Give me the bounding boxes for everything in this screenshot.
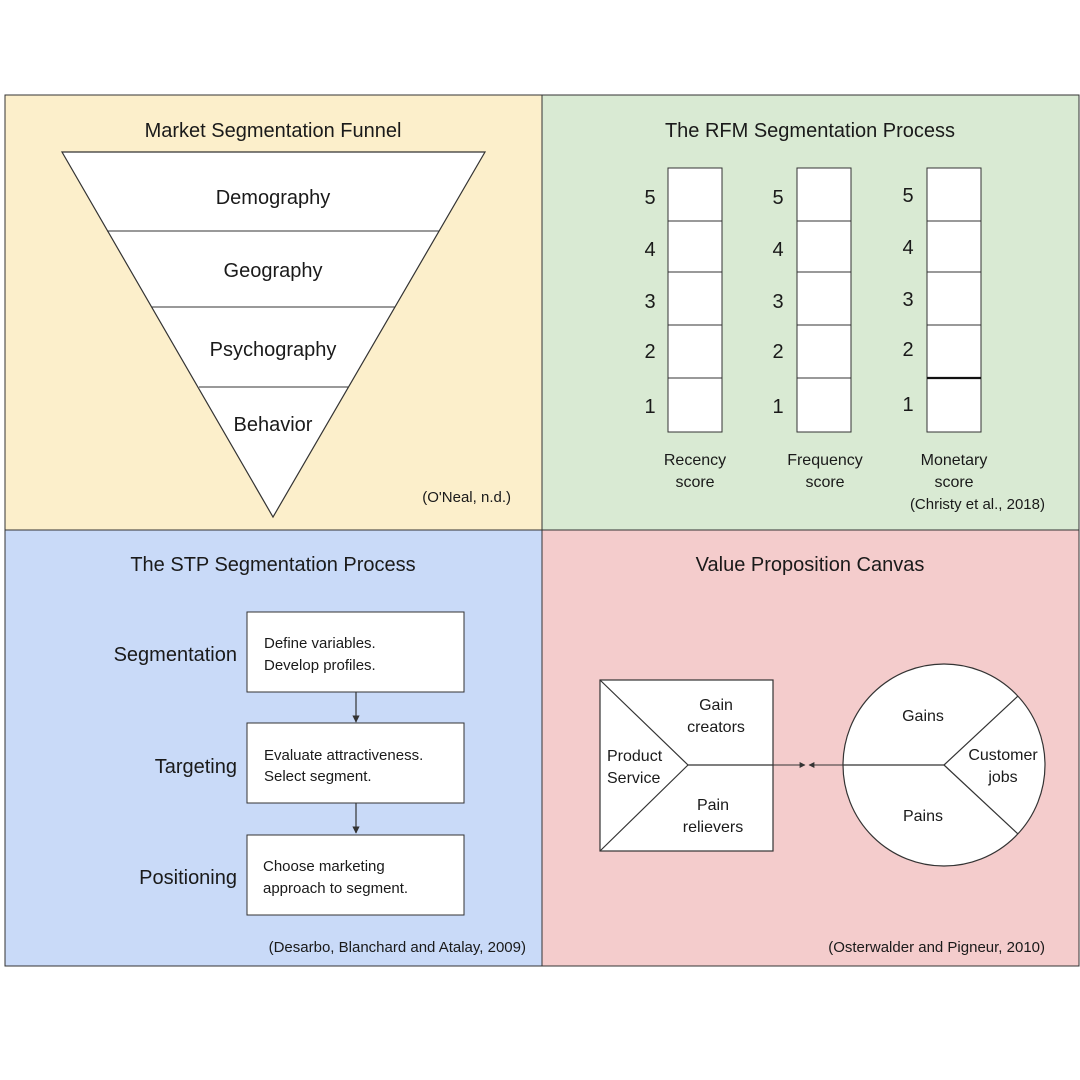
stp-title: The STP Segmentation Process [130,554,415,576]
gains-label: Gains [902,708,944,725]
customer-profile-circle: Gains Customer jobs Pains [842,663,1046,867]
stp-citation: (Desarbo, Blanchard and Atalay, 2009) [269,939,526,956]
rfm-column-monetary: 5 4 3 2 1 Monetary score [902,167,988,491]
stp-step-name: Targeting [155,756,237,778]
rfm-score-2: 2 [772,341,783,363]
value-map-diagonal-bottom [599,764,689,852]
customer-jobs-label-2: jobs [987,769,1017,786]
pains-label: Pains [903,808,943,825]
rfm-score-3: 3 [772,291,783,313]
funnel-citation: (O'Neal, n.d.) [422,489,511,506]
rfm-label-line1: Frequency [787,452,863,469]
vpc-citation: (Osterwalder and Pigneur, 2010) [828,939,1045,956]
stp-step-line1: Evaluate attractiveness. [264,747,423,764]
stp-step-box [246,611,465,693]
stp-step-line1: Define variables. [264,635,376,652]
stp-step-line2: Select segment. [264,768,372,785]
rfm-column-recency: 5 4 3 2 1 Recency score [644,167,726,491]
pain-relievers-label-1: Pain [697,797,729,814]
rfm-score-5: 5 [772,187,783,209]
stp-step-name: Segmentation [114,644,237,666]
stp-step-name: Positioning [139,867,237,889]
stp-step-box [246,834,465,916]
value-map-diagonal-top [599,679,689,766]
value-map-square: Gain creators Product Service Pain relie… [599,679,774,852]
stp-step-targeting: Targeting Evaluate attractiveness. Selec… [155,722,465,804]
gain-creators-label-1: Gain [699,697,733,714]
pain-relievers-label-2: relievers [683,819,743,836]
funnel-title: Market Segmentation Funnel [145,120,402,142]
funnel-layer-geography: Geography [224,260,323,282]
funnel-layer-psychography: Psychography [210,339,337,361]
rfm-cell [667,167,723,433]
stp-step-line2: approach to segment. [263,880,408,897]
rfm-title: The RFM Segmentation Process [665,120,955,142]
funnel-layer-behavior: Behavior [234,414,313,436]
rfm-score-1: 1 [772,396,783,418]
rfm-score-1: 1 [902,394,913,416]
rfm-score-1: 1 [644,396,655,418]
rfm-citation: (Christy et al., 2018) [910,496,1045,513]
customer-jobs-label-1: Customer [968,747,1038,764]
funnel-layer-demography: Demography [216,187,331,209]
stp-step-segmentation: Segmentation Define variables. Develop p… [114,611,465,693]
vpc-title: Value Proposition Canvas [696,554,925,576]
rfm-label-line1: Monetary [921,452,988,469]
funnel-shape [60,151,487,519]
rfm-score-4: 4 [902,237,913,259]
rfm-score-3: 3 [902,289,913,311]
rfm-cell [796,167,852,433]
product-service-label-1: Product [607,748,663,765]
gain-creators-label-2: creators [687,719,745,736]
rfm-score-5: 5 [902,185,913,207]
rfm-column-frequency: 5 4 3 2 1 Frequency score [772,167,863,491]
customer-profile-spoke-top [943,695,1019,766]
rfm-score-2: 2 [902,339,913,361]
rfm-score-4: 4 [644,239,655,261]
product-service-label-2: Service [607,770,660,787]
customer-profile-spoke-bottom [943,764,1019,835]
rfm-score-2: 2 [644,341,655,363]
rfm-cell [926,167,982,433]
stp-step-line2: Develop profiles. [264,657,376,674]
rfm-label-line2: score [934,474,973,491]
rfm-label-line2: score [805,474,844,491]
stp-step-line1: Choose marketing [263,858,385,875]
rfm-score-4: 4 [772,239,783,261]
rfm-score-5: 5 [644,187,655,209]
stp-step-box [246,722,465,804]
rfm-score-3: 3 [644,291,655,313]
stp-step-positioning: Positioning Choose marketing approach to… [139,834,465,916]
rfm-label-line2: score [675,474,714,491]
rfm-label-line1: Recency [664,452,726,469]
